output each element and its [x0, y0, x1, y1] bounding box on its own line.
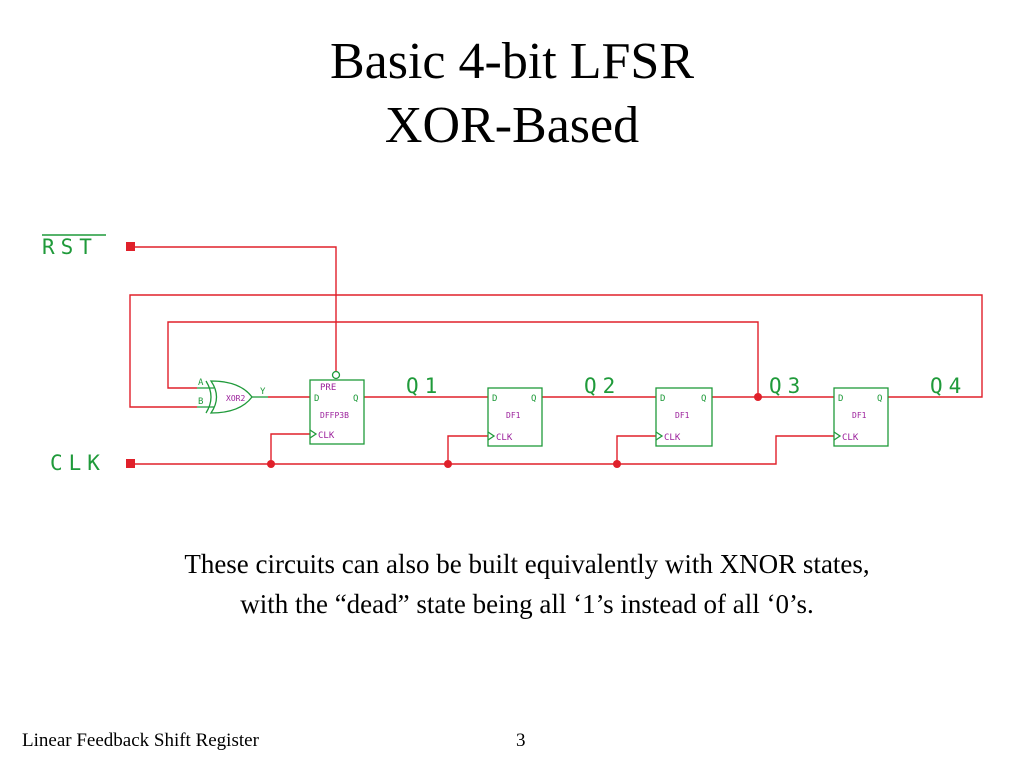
flipflop-3-clk-label: CLK [664, 433, 681, 443]
flipflop-1-clk-label: CLK [318, 431, 335, 441]
junction-clk-1 [267, 460, 275, 468]
flipflop-4-clk-label: CLK [842, 433, 859, 443]
flipflop-1-preset-label: PRE [320, 383, 336, 393]
wire-clk [132, 435, 834, 465]
xor-gate-body [209, 380, 253, 414]
flipflop-4-type: DF1 [852, 411, 867, 420]
flipflop-1: PRE D Q DFFP3B CLK [309, 370, 365, 445]
xor-gate-back-curve [205, 380, 212, 414]
wire-clk-ff3 [616, 435, 656, 464]
output-labels: Q1 Q2 Q3 Q4 [406, 374, 967, 398]
clk-port [126, 459, 135, 468]
flipflop-3-clock-triangle [655, 431, 664, 441]
junction-clk-3 [613, 460, 621, 468]
junction-q3 [754, 393, 762, 401]
rst-label: RST [42, 235, 98, 259]
flipflop-3-q-label: Q [701, 394, 706, 404]
clk-label: CLK [50, 451, 106, 475]
explanation-line-2: with the “dead” state being all ‘1’s ins… [240, 589, 814, 619]
flipflop-2-clk-label: CLK [496, 433, 513, 443]
flipflop-2-type: DF1 [506, 411, 521, 420]
flipflop-4-q-label: Q [877, 394, 882, 404]
xor-gate-name: XOR2 [226, 394, 245, 403]
flipflop-3: D Q DF1 CLK [655, 387, 713, 447]
flipflop-4: D Q DF1 CLK [833, 387, 889, 447]
junction-clk-2 [444, 460, 452, 468]
flipflop-1-clock-triangle [309, 429, 318, 439]
slide-title: Basic 4-bit LFSR XOR-Based [0, 30, 1024, 158]
xor-gate: A B Y XOR2 [197, 378, 268, 414]
wire-rst [132, 246, 337, 373]
flipflop-3-d-label: D [660, 394, 665, 404]
flipflop-2-clock-triangle [487, 431, 496, 441]
title-line-1: Basic 4-bit LFSR [329, 33, 695, 90]
flipflop-2-q-label: Q [531, 394, 536, 404]
xor-pin-a: A [198, 378, 204, 388]
flipflop-1-q-label: Q [353, 394, 358, 404]
flipflop-1-d-label: D [314, 394, 319, 404]
q4-label: Q4 [930, 374, 967, 398]
flipflop-4-clock-triangle [833, 431, 842, 441]
flipflop-4-body [833, 387, 889, 447]
q1-label: Q1 [406, 374, 443, 398]
xor-pin-y: Y [260, 387, 266, 397]
flipflop-4-d-label: D [838, 394, 843, 404]
junctions [267, 393, 762, 468]
xor-pin-b: B [198, 397, 203, 407]
flipflop-1-body [309, 379, 365, 445]
q3-label: Q3 [769, 374, 806, 398]
title-line-2: XOR-Based [384, 97, 640, 154]
page-number: 3 [516, 730, 526, 751]
wires [129, 246, 983, 465]
explanation-line-1: These circuits can also be built equival… [184, 549, 870, 579]
flipflop-3-body [655, 387, 713, 447]
flipflop-2-d-label: D [492, 394, 497, 404]
wire-clk-ff1 [270, 433, 310, 464]
wire-feedback-q3 [167, 321, 759, 397]
flipflop-1-preset-bubble [331, 370, 341, 380]
flipflop-1-type: DFFP3B [320, 411, 349, 420]
wire-feedback-q4 [129, 294, 983, 408]
explanation-text: These circuits can also be built equival… [60, 544, 994, 624]
flipflop-3-type: DF1 [675, 411, 690, 420]
flipflop-2: D Q DF1 CLK [487, 387, 543, 447]
flipflop-2-body [487, 387, 543, 447]
port-labels: RST CLK [42, 234, 106, 475]
footer-title: Linear Feedback Shift Register [22, 730, 259, 751]
rst-port [126, 242, 135, 251]
q2-label: Q2 [584, 374, 621, 398]
wire-clk-ff2 [447, 435, 488, 464]
